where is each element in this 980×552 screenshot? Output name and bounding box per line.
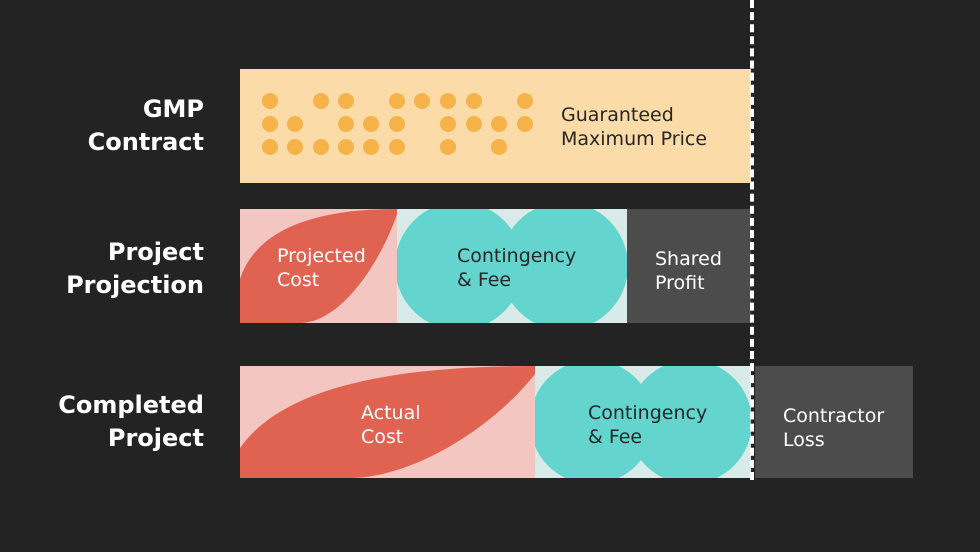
contingency-line: Contingency [588,402,708,424]
row-label-line: Completed [58,391,204,419]
projected-cost-line: Projected [277,245,366,267]
actual-cost-shape [240,366,535,478]
shared-profit-segment: Shared Profit [627,209,751,323]
shared-profit-text: Shared Profit [655,247,722,295]
contingency-circles [397,209,627,323]
contingency-circles [535,366,751,478]
shared-profit-line: Profit [655,272,705,294]
gmp-text: Guaranteed Maximum Price [561,103,707,151]
row-label-line: Contract [87,128,204,156]
contractor-loss-line: Loss [783,429,825,451]
row-label-line: Project [107,238,204,266]
row-label-line: GMP [142,95,204,123]
row-label-project-projection: Project Projection [66,236,204,302]
dot-pattern-group [262,93,533,155]
row-label-completed-project: Completed Project [58,389,204,455]
row-label-line: Projection [66,271,204,299]
projected-contingency-text: Contingency & Fee [457,244,576,292]
shared-profit-line: Shared [655,248,722,270]
actual-cost-line: Actual [361,402,421,424]
projected-cost-shape [240,209,397,323]
contractor-loss-line: Contractor [783,405,885,427]
gmp-limit-dashed-line [750,0,754,480]
projected-cost-segment: Projected Cost [240,209,397,323]
gmp-text-line: Guaranteed [561,104,674,126]
contingency-line: Contingency [457,245,577,267]
gmp-text-line: Maximum Price [561,128,708,150]
contingency-line: & Fee [588,426,643,448]
actual-cost-line: Cost [361,426,404,448]
row-label-gmp-contract: GMP Contract [88,93,204,159]
actual-cost-segment: Actual Cost [240,366,535,478]
projected-contingency-fee-segment: Contingency & Fee [397,209,627,323]
actual-contingency-text: Contingency & Fee [588,401,707,449]
actual-contingency-fee-segment: Contingency & Fee [535,366,751,478]
actual-cost-text: Actual Cost [361,401,421,449]
contractor-loss-text: Contractor Loss [783,404,884,452]
row-label-line: Project [107,424,204,452]
contingency-line: & Fee [457,269,512,291]
projected-cost-text: Projected Cost [277,244,366,292]
dot-pattern [262,93,533,155]
guaranteed-maximum-price-bar: Guaranteed Maximum Price [240,69,751,183]
projected-cost-line: Cost [277,269,320,291]
contractor-loss-segment: Contractor Loss [755,366,913,478]
